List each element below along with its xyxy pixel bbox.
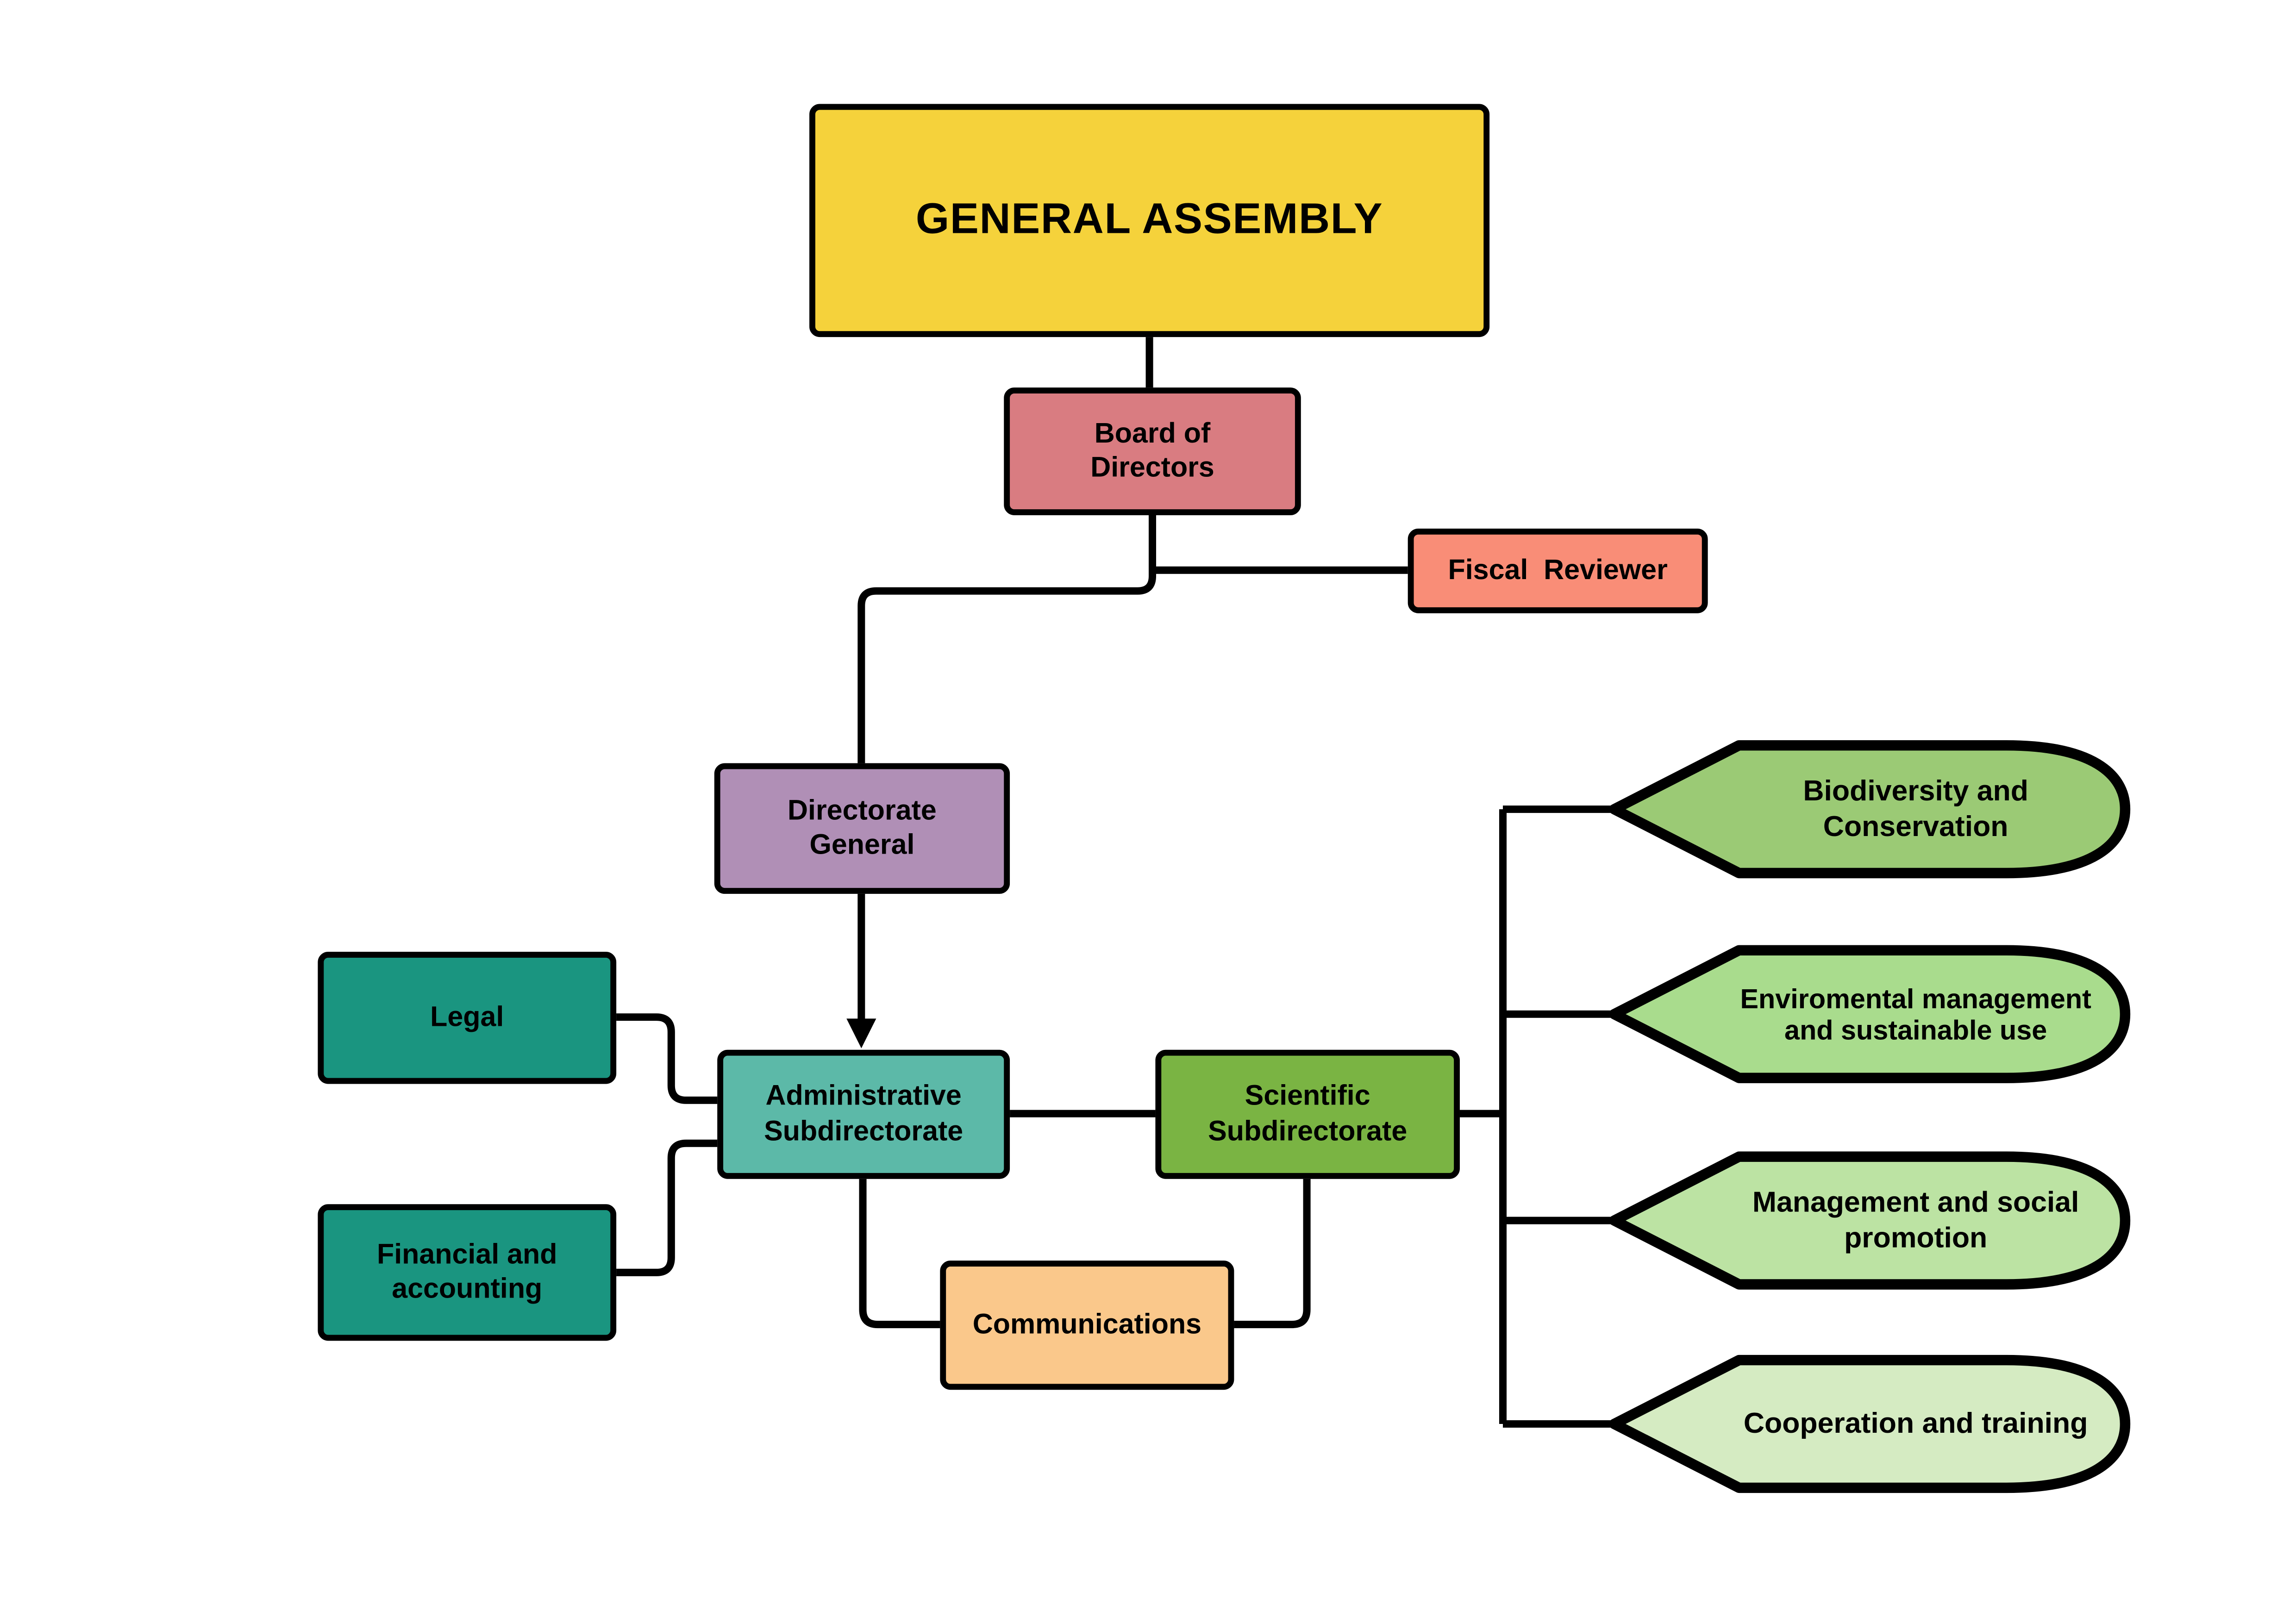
node-board-of-directors: Board of Directors	[1004, 387, 1301, 516]
communications-label: Communications	[972, 1309, 1202, 1341]
scientific-subdirectorate-label: Scientific Subdirectorate	[1208, 1081, 1408, 1147]
connector-board-directorate	[857, 515, 1157, 763]
financial-accounting-label: Financial and accounting	[377, 1239, 565, 1305]
shape-biodiversity-conservation: Biodiversity and Conservation	[1608, 735, 2131, 884]
biodiversity-conservation-label: Biodiversity and Conservation	[1803, 774, 2028, 843]
administrative-subdirectorate-label: Administrative Subdirectorate	[764, 1081, 970, 1147]
connector-legal-administrative	[616, 1013, 718, 1104]
connector-scientific-communications	[1234, 1179, 1311, 1329]
node-fiscal-reviewer: Fiscal Reviewer	[1408, 528, 1708, 613]
arrow-down-head	[846, 1018, 876, 1049]
node-scientific-subdirectorate: Scientific Subdirectorate	[1155, 1049, 1460, 1179]
fiscal-reviewer-label: Fiscal Reviewer	[1448, 555, 1668, 587]
management-social-promotion-label: Management and social promotion	[1752, 1186, 2079, 1255]
pennant-outline	[1609, 1151, 2131, 1290]
general-assembly-label: GENERAL ASSEMBLY	[915, 195, 1383, 243]
pennant-outline	[1609, 1355, 2131, 1493]
environmental-management-label: Enviromental management and sustainable …	[1740, 982, 2091, 1046]
node-financial-accounting: Financial and accounting	[318, 1204, 617, 1341]
node-general-assembly: GENERAL ASSEMBLY	[809, 104, 1490, 337]
node-directorate-general: Directorate General	[714, 763, 1010, 894]
pennant-outline	[1609, 740, 2131, 879]
shape-environmental-management: Enviromental management and sustainable …	[1608, 940, 2131, 1088]
cooperation-training-label: Cooperation and training	[1743, 1407, 2088, 1440]
shape-management-social-promotion: Management and social promotion	[1608, 1146, 2131, 1295]
connector-financial-administrative	[616, 1139, 718, 1276]
node-administrative-subdirectorate: Administrative Subdirectorate	[717, 1049, 1010, 1179]
directorate-general-label: Directorate General	[788, 795, 945, 861]
board-of-directors-label: Board of Directors	[1090, 418, 1219, 484]
node-communications: Communications	[940, 1261, 1234, 1390]
node-legal: Legal	[318, 952, 617, 1084]
shape-cooperation-training: Cooperation and training	[1608, 1350, 2131, 1498]
pennant-outline	[1609, 945, 2131, 1083]
connector-administrative-communications	[859, 1179, 940, 1329]
legal-label: Legal	[430, 1002, 504, 1034]
